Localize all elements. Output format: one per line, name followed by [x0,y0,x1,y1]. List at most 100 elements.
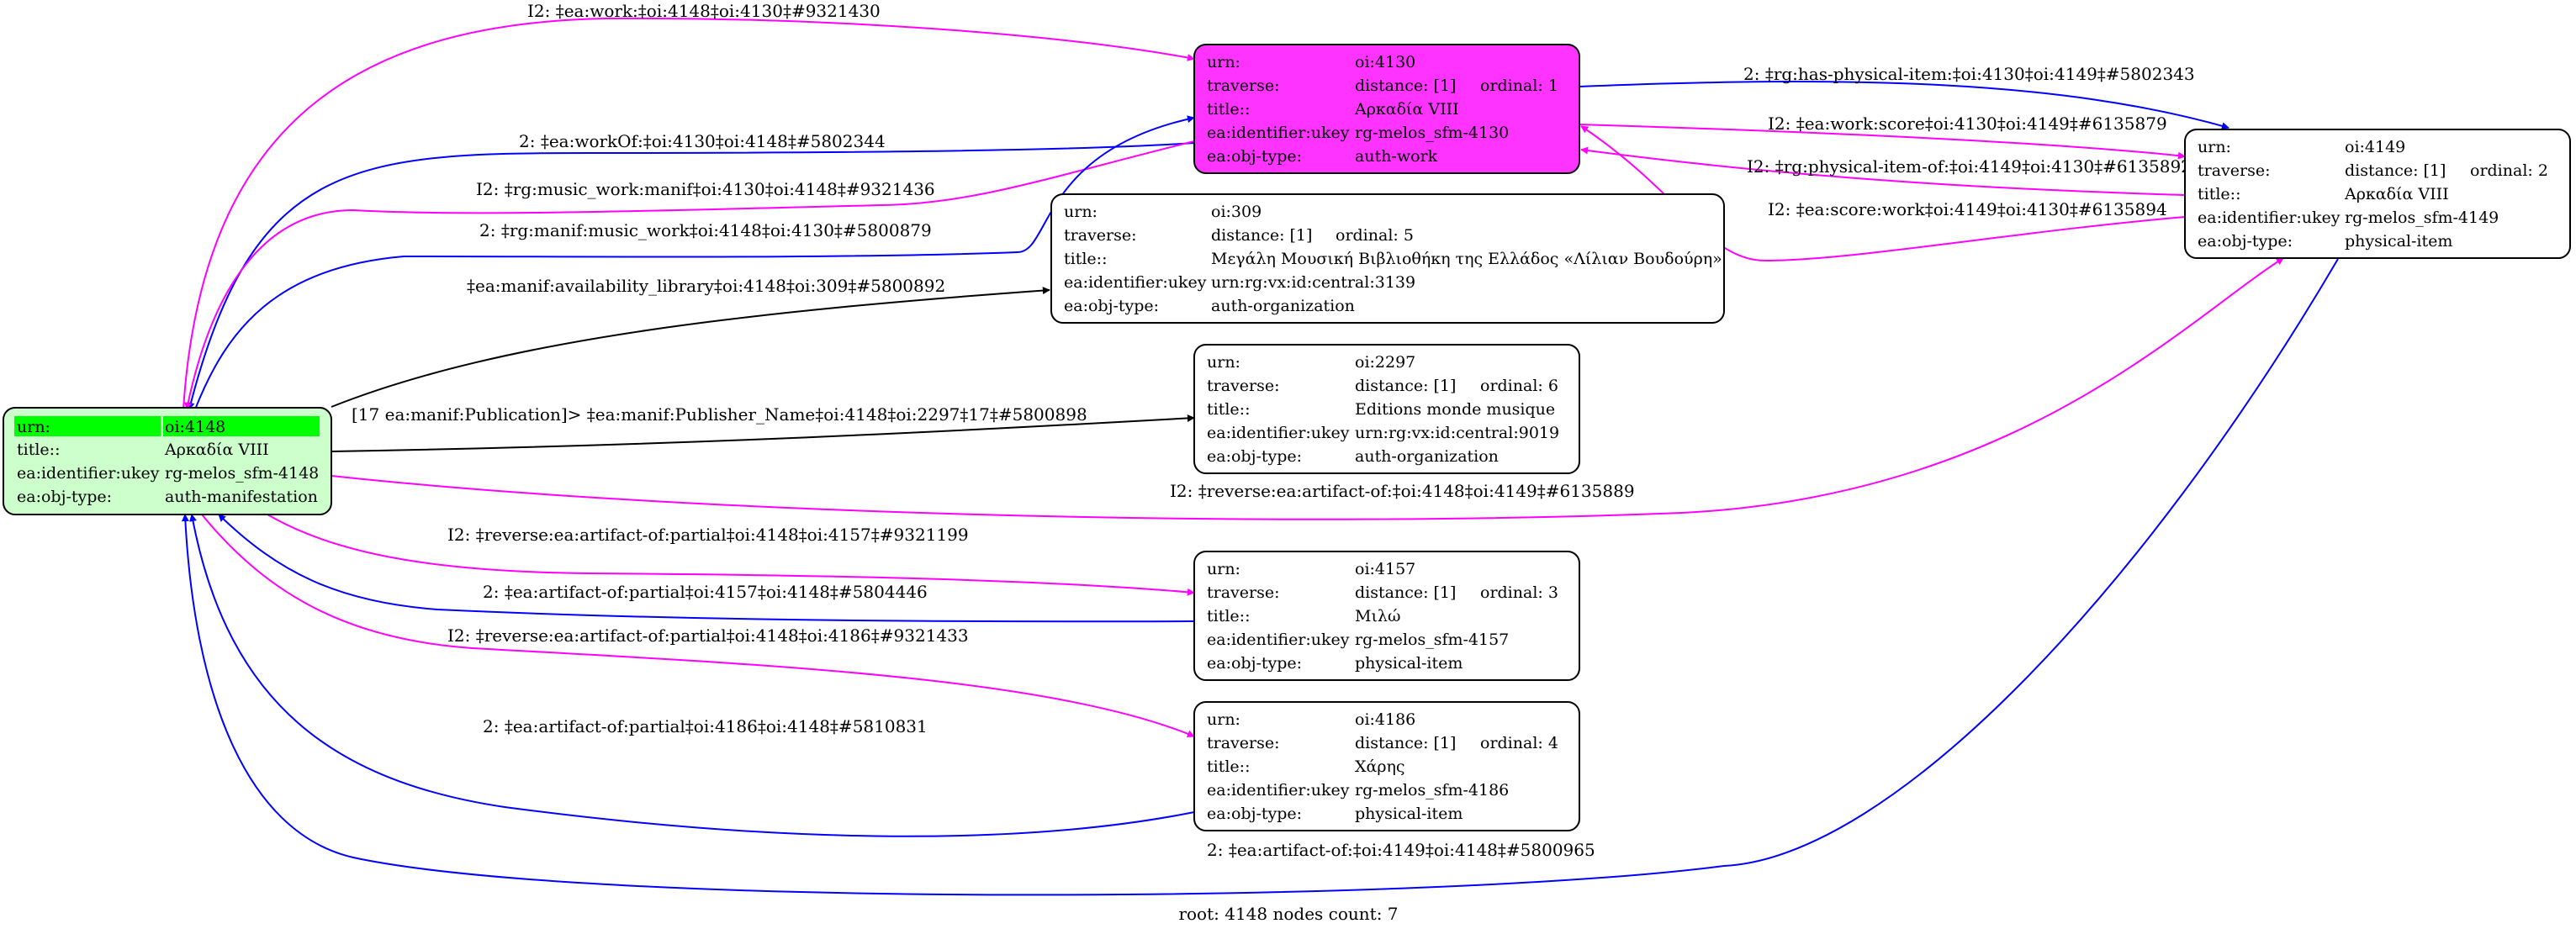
row-value: rg-melos_sfm-4186 [1355,781,1509,799]
row-key: ea:obj-type: [1207,654,1302,673]
edge-label: I2: ‡ea:score:work‡oi:4149‡oi:4130‡#6135… [1768,199,2167,219]
row-value: physical-item [2345,232,2452,251]
row-value: auth-work [1355,147,1438,166]
row-key: title:: [1207,757,1250,776]
row-key: ea:identifier:ukey [1207,124,1350,142]
row-value: distance: [1] [1355,377,1456,395]
row-value: auth-organization [1211,297,1355,315]
urn-value-highlight [163,416,320,436]
row-value: physical-item [1355,654,1463,673]
row-value: distance: [1] [1355,734,1456,752]
row-value-ordinal: ordinal: 2 [2470,161,2548,180]
row-key: ea:obj-type: [2198,232,2293,251]
edge-work-4148-4130 [182,17,1195,410]
row-key: urn: [1064,203,1098,221]
edge-has-physical-item-4130-4149 [1579,81,2230,130]
edge-availability-library-4148-309 [331,287,1050,408]
row-key: title:: [1207,400,1250,419]
row-key: title:: [1207,607,1250,625]
edges [181,17,2339,896]
row-key: traverse: [1207,583,1280,602]
row-key: ea:obj-type: [1207,147,1302,166]
edge-label: 2: ‡rg:has-physical-item:‡oi:4130‡oi:414… [1743,64,2195,84]
row-value: rg-melos_sfm-4149 [2345,208,2499,227]
node-box [1193,701,1580,831]
node-box [1193,44,1580,174]
row-key: traverse: [1207,377,1280,395]
row-value-ordinal: ordinal: 6 [1480,377,1558,395]
row-key: traverse: [1207,734,1280,752]
edge-label: 2: ‡ea:workOf:‡oi:4130‡oi:4148‡#5802344 [519,131,886,151]
row-value: oi:2297 [1355,353,1415,372]
row-key: title:: [1207,100,1250,119]
row-value: Αρκαδία VIII [2344,185,2449,203]
row-key: ea:identifier:ukey [1207,631,1350,649]
edge-label: I2: ‡reverse:ea:artifact-of:partial‡oi:4… [447,525,969,545]
node-box [1050,193,1725,324]
node-4148[interactable]: urn: oi:4148 title:: Αρκαδία VIII ea:ide… [3,407,332,515]
edge-label: [17 ea:manif:Publication]> ‡ea:manif:Pub… [352,404,1087,425]
row-value: physical-item [1355,805,1463,823]
edge-label: I2: ‡reverse:ea:artifact-of:‡oi:4148‡oi:… [1170,481,1635,501]
row-value: oi:4149 [2345,138,2405,156]
row-value: rg-melos_sfm-4157 [1355,631,1509,649]
node-2297[interactable]: urn: oi:2297 traverse: distance: [1] ord… [1193,344,1580,474]
row-value-ordinal: ordinal: 3 [1480,583,1558,602]
edge-work-score-4130-4149 [1579,124,2186,160]
edge-labels: I2: ‡ea:work:‡oi:4148‡oi:4130‡#9321430 2… [352,1,2195,860]
row-value: oi:4130 [1355,53,1415,71]
row-key: ea:identifier:ukey [1207,781,1350,799]
row-key: title:: [1064,250,1107,268]
edge-label: I2: ‡rg:music_work:manif‡oi:4130‡oi:4148… [476,179,935,199]
row-value-ordinal: ordinal: 4 [1480,734,1558,752]
edge-manif-music-work-4148-4130 [194,115,1195,410]
edge-physical-item-of-4149-4130 [1580,146,2186,196]
node-4186[interactable]: urn: oi:4186 traverse: distance: [1] ord… [1193,701,1580,831]
row-value: oi:4186 [1355,710,1415,729]
edge-artifact-of-4149-4148 [181,258,2339,896]
row-value: Μεγάλη Μουσική Βιβλιοθήκη της Ελλάδος «Λ… [1211,250,1722,268]
row-value: oi:309 [1211,203,1262,221]
row-value: Χάρης [1355,757,1405,776]
urn-key-highlight [14,416,161,436]
row-key: ea:identifier:ukey [1064,273,1207,292]
edge-label: I2: ‡rg:physical-item-of:‡oi:4149‡oi:413… [1747,156,2192,177]
row-key: urn: [1207,53,1240,71]
edge-publisher-4148-2297 [331,414,1195,452]
row-value: auth-manifestation [165,488,318,506]
edge-reverse-partial-4148-4186 [201,514,1195,738]
edge-label: I2: ‡ea:work:‡oi:4148‡oi:4130‡#9321430 [527,1,881,21]
node-4149[interactable]: urn: oi:4149 traverse: distance: [1] ord… [2184,129,2571,259]
row-key: ea:obj-type: [1207,805,1302,823]
edge-label: 2: ‡ea:artifact-of:‡oi:4149‡oi:4148‡#580… [1207,840,1595,860]
edge-label: 2: ‡rg:manif:music_work‡oi:4148‡oi:4130‡… [479,220,932,240]
row-value: urn:rg:vx:id:central:9019 [1355,424,1559,442]
row-value: Editions monde musique [1355,400,1555,419]
node-309[interactable]: urn: oi:309 traverse: distance: [1] ordi… [1050,193,1725,324]
row-value: rg-melos_sfm-4148 [165,464,319,483]
row-value-ordinal: ordinal: 5 [1336,226,1414,245]
node-4130[interactable]: urn: oi:4130 traverse: distance: [1] ord… [1193,44,1580,174]
row-key: ea:obj-type: [1064,297,1159,315]
row-value: Αρκαδία VIII [164,441,269,459]
node-4157[interactable]: urn: oi:4157 traverse: distance: [1] ord… [1193,551,1580,681]
row-key: traverse: [1207,77,1280,95]
row-value: oi:4157 [1355,560,1415,578]
row-key: title:: [2198,185,2240,203]
row-value: urn:rg:vx:id:central:3139 [1211,273,1415,292]
row-value: distance: [1] [2345,161,2446,180]
row-value: rg-melos_sfm-4130 [1355,124,1509,142]
edge-reverse-partial-4148-4157 [267,514,1195,596]
row-key: title:: [17,441,60,459]
edge-label: 2: ‡ea:artifact-of:partial‡oi:4157‡oi:41… [483,582,928,602]
row-key: urn: [1207,710,1240,729]
row-value: Αρκαδία VIII [1354,100,1459,119]
row-value-ordinal: ordinal: 1 [1480,77,1558,95]
row-key: ea:identifier:ukey [1207,424,1350,442]
row-value: distance: [1] [1355,583,1456,602]
row-value: distance: [1] [1211,226,1312,245]
row-value: auth-organization [1355,447,1499,466]
row-key: urn: [1207,353,1240,372]
row-key: traverse: [1064,226,1137,245]
